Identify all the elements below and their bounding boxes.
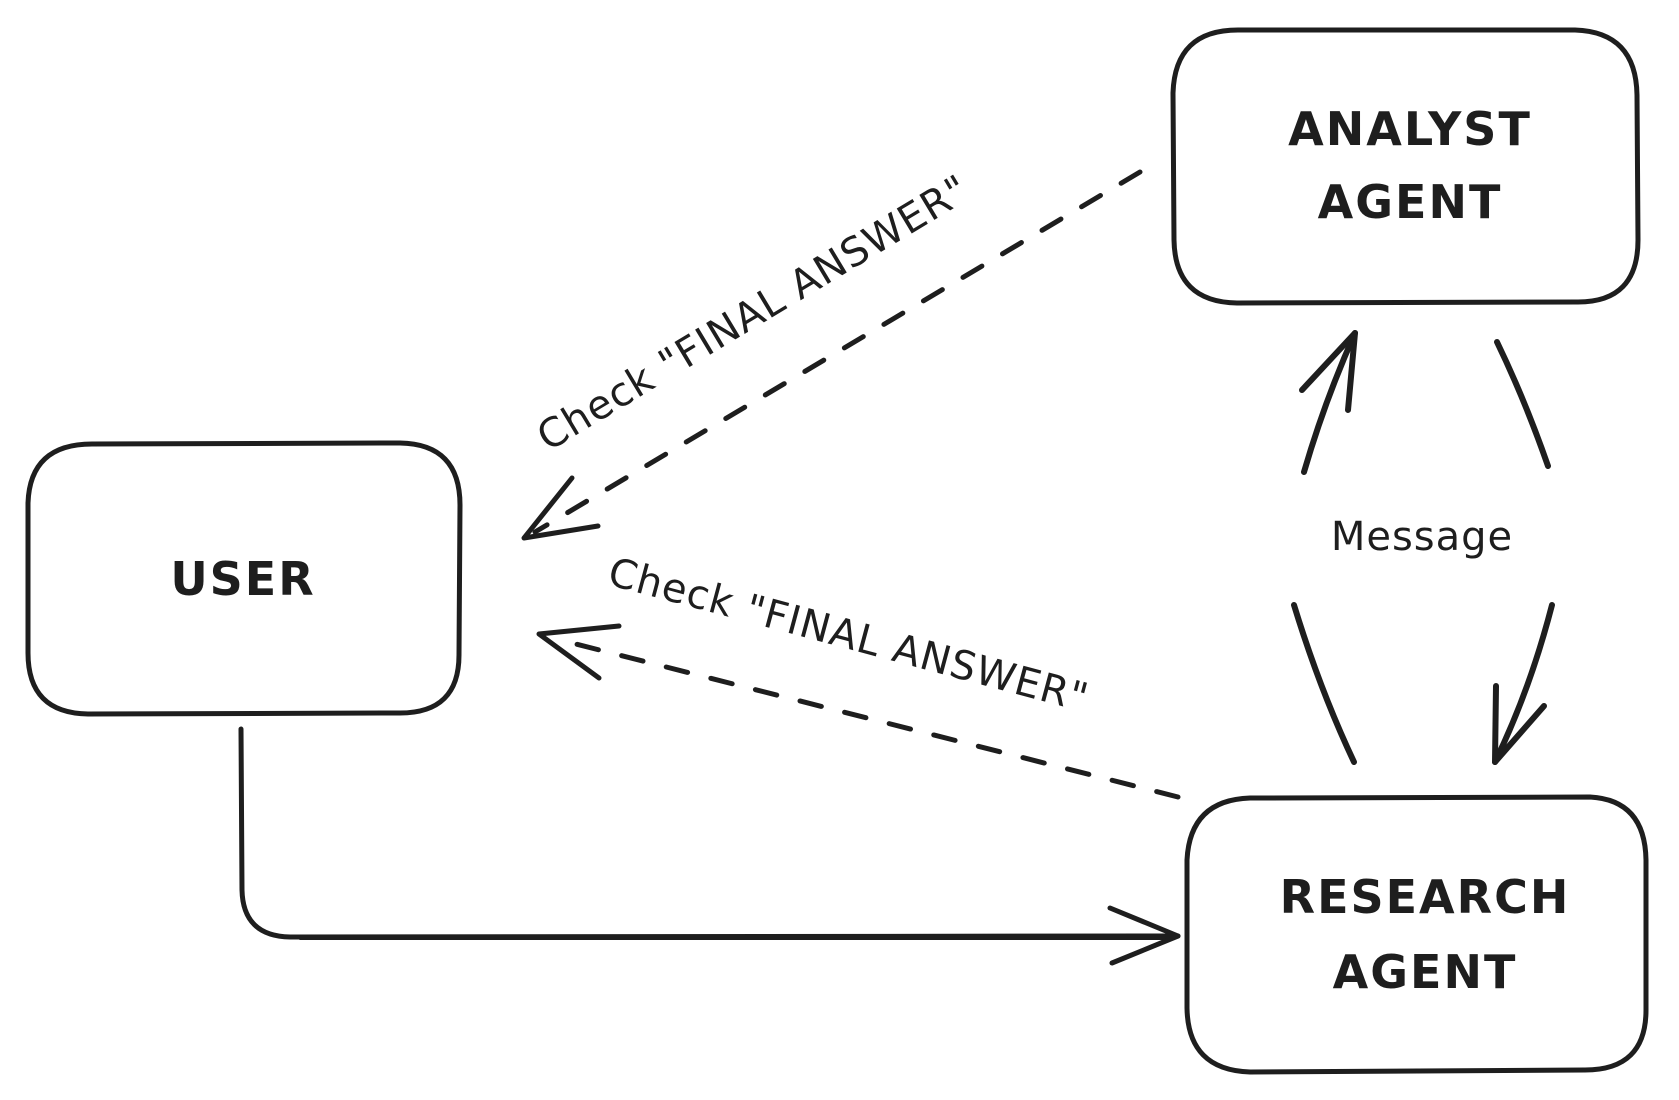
node-research-agent-shape <box>1184 794 1649 1075</box>
edge-research-to-user-label: Check "FINAL ANSWER" <box>603 549 1093 722</box>
edge-user-to-research-line <box>238 726 1181 940</box>
node-research-agent[interactable]: RESEARCH AGENT <box>1184 794 1649 1075</box>
arrowhead-icon <box>1107 905 1181 966</box>
node-analyst-agent-label-line2: AGENT <box>1318 175 1503 229</box>
edge-research-to-analyst[interactable] <box>1291 330 1358 765</box>
edge-analyst-to-research-upper-line <box>1494 339 1551 469</box>
node-research-agent-label-line2: AGENT <box>1333 945 1518 999</box>
arrowhead-icon <box>1299 330 1358 413</box>
arrowhead-icon <box>521 475 601 541</box>
node-user[interactable]: USER <box>25 440 463 717</box>
edge-analyst-to-user-line <box>532 169 1143 535</box>
edge-analyst-to-research[interactable] <box>1492 339 1555 765</box>
edge-user-to-research[interactable] <box>238 726 1181 966</box>
edge-analyst-to-research-lower-line <box>1492 602 1555 765</box>
edge-analyst-to-user[interactable]: Check "FINAL ANSWER" <box>521 166 1143 541</box>
edge-research-to-user-line <box>557 637 1181 800</box>
edge-research-to-user[interactable]: Check "FINAL ANSWER" <box>536 549 1181 800</box>
node-user-label: USER <box>170 552 315 606</box>
message-label: Message <box>1331 514 1513 560</box>
edge-research-to-analyst-lower-line <box>1291 602 1357 765</box>
edge-analyst-to-user-label: Check "FINAL ANSWER" <box>529 166 977 460</box>
arrowhead-icon <box>1492 683 1547 765</box>
node-research-agent-label-line1: RESEARCH <box>1280 870 1571 924</box>
node-analyst-agent-shape <box>1170 27 1641 306</box>
node-analyst-agent[interactable]: ANALYST AGENT <box>1170 27 1641 306</box>
node-user-shape <box>25 440 463 717</box>
arrowhead-icon <box>536 623 622 681</box>
edge-research-to-analyst-upper-line <box>1301 330 1358 475</box>
node-analyst-agent-label-line1: ANALYST <box>1288 102 1532 156</box>
